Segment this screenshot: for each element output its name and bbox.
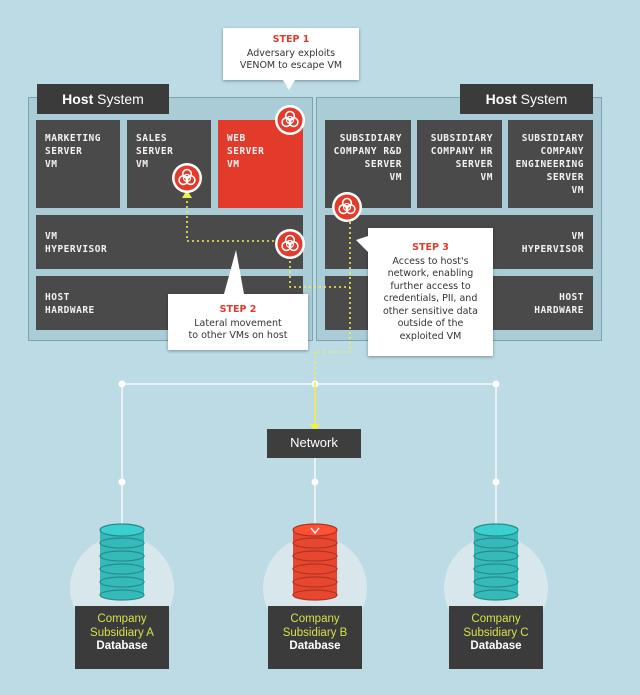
step1-title: STEP 1 [272,34,310,45]
network-nodes [118,380,500,486]
vm-label-line: COMPANY [540,146,584,157]
attack-path [186,196,351,426]
database-type-label: Database [289,640,341,652]
attack-arrowhead-up [182,190,192,198]
step3-line: credentials, PII, and [383,293,478,304]
vm-marketing-server: MARKETING SERVER VM [36,120,120,208]
database-label-b: Company Subsidiary B Database [268,606,362,669]
vm-label-line: VM [389,172,402,183]
hardware-label-line: HARDWARE [534,305,584,316]
vm-label-line: SERVER [455,159,493,170]
database-company-line: Subsidiary C [463,626,529,639]
step3-line: exploited VM [399,330,462,342]
vm-label-line: SERVER [227,146,265,157]
database-company-line: Subsidiary A [90,626,154,639]
vm-label-line: ENGINEERING [515,159,584,170]
host-title-bold: Host [485,91,517,107]
vm-label-line: VM [45,159,58,170]
step2-line: Lateral movement [194,317,282,329]
biohazard-icon [332,192,362,222]
database-company-line: Company [97,613,147,625]
step3-line: Access to host's [392,255,469,267]
vm-label-line: VM [136,159,149,170]
database-label-a: Company Subsidiary A Database [75,606,169,669]
vm-label-line: SERVER [364,159,402,170]
hypervisor-label-line: HYPERVISOR [45,244,108,255]
vm-label-line: VM [480,172,493,183]
step3-callout: STEP 3 Access to host's network, enablin… [368,228,493,356]
database-company-line: Subsidiary B [282,626,348,639]
host-system-left-title: Host System [37,84,169,114]
host-system-right-title: Host System [460,84,593,114]
network-lines [121,383,497,540]
step3-title: STEP 3 [412,242,449,253]
database-icon [99,523,145,601]
database-icon [292,523,338,601]
database-company-line: Company [471,613,521,625]
step1-line: Adversary exploits [246,47,336,59]
hypervisor-label-line: HYPERVISOR [521,244,584,255]
step3-line: outside of the [397,318,464,329]
biohazard-icon [172,163,202,193]
database-icon [473,523,519,601]
step1-callout: STEP 1 Adversary exploits VENOM to escap… [223,28,359,80]
hypervisor-label-line: VM [571,231,584,242]
step2-line: to other VMs on host [188,330,288,341]
vm-subsidiary-rd-server: SUBSIDIARY COMPANY R&D SERVER VM [325,120,411,208]
vm-subsidiary-engineering-server: SUBSIDIARY COMPANY ENGINEERING SERVER VM [508,120,593,208]
vm-label-line: SERVER [45,146,83,157]
biohazard-icon [275,229,305,259]
hardware-label-line: HARDWARE [45,305,95,316]
biohazard-icon [275,105,305,135]
host-title-bold: Host [62,91,94,107]
vm-subsidiary-hr-server: SUBSIDIARY COMPANY HR SERVER VM [417,120,502,208]
vm-sales-server: SALES SERVER VM [127,120,211,208]
host-title-rest: System [93,91,144,107]
step3-line: network, enabling [387,268,474,279]
vm-label-line: VM [227,159,240,170]
hardware-label-line: HOST [45,292,70,303]
database-type-label: Database [96,640,148,652]
database-company-line: Company [290,613,340,625]
step1-line: VENOM to escape VM [239,60,343,71]
vm-label-line: SUBSIDIARY [521,133,584,144]
vm-label-line: SUBSIDIARY [339,133,402,144]
network-label: Network [290,435,338,450]
hardware-label-line: HOST [559,292,584,303]
vm-label-line: MARKETING [45,133,101,144]
database-type-label: Database [470,640,522,652]
step3-line: other sensitive data [383,305,478,317]
step3-line: further access to [390,280,471,292]
vm-label-line: COMPANY R&D [333,146,402,157]
vm-label-line: SALES [136,133,168,144]
vm-label-line: SERVER [546,172,584,183]
network-node: Network [267,429,361,458]
step2-title: STEP 2 [219,304,257,315]
vm-hypervisor-left: VM HYPERVISOR [36,215,303,269]
host-title-rest: System [516,91,568,107]
database-label-c: Company Subsidiary C Database [449,606,543,669]
vm-label-line: SERVER [136,146,174,157]
vm-label-line: COMPANY HR [430,146,493,157]
step2-callout: STEP 2 Lateral movement to other VMs on … [168,294,308,350]
attack-arrowhead-down [310,424,320,432]
vm-label-line: VM [571,185,584,196]
hypervisor-label-line: VM [45,231,58,242]
vm-label-line: SUBSIDIARY [430,133,493,144]
vm-label-line: WEB [227,133,246,144]
